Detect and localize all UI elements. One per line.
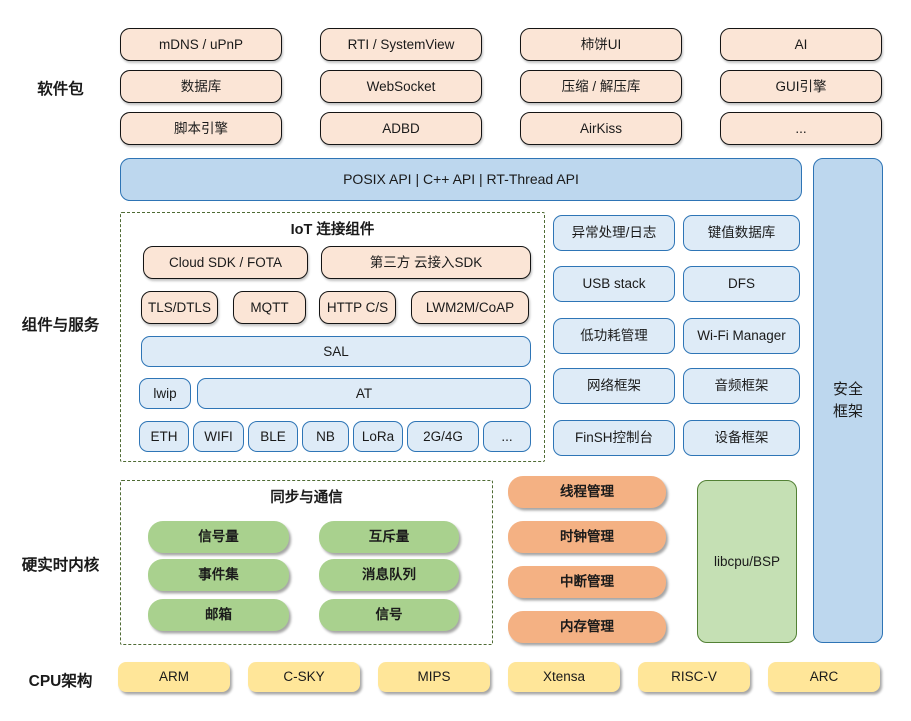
service-box-kv-database: 键值数据库 — [683, 215, 800, 251]
pkg-box-gui-engine: GUI引擎 — [720, 70, 882, 103]
pkg-box-adbd: ADBD — [320, 112, 482, 145]
service-box-low-power: 低功耗管理 — [553, 318, 675, 354]
pkg-box-ai: AI — [720, 28, 882, 61]
pkg-box-rti-systemview: RTI / SystemView — [320, 28, 482, 61]
pkg-box-airkiss: AirKiss — [520, 112, 682, 145]
service-box-exception-log: 异常处理/日志 — [553, 215, 675, 251]
cpu-arch-arc: ARC — [768, 662, 880, 692]
kernel-pill-clock-mgmt: 时钟管理 — [508, 521, 666, 553]
iot-box-cloud-sdk: Cloud SDK / FOTA — [143, 246, 308, 279]
service-box-finsh-console: FinSH控制台 — [553, 420, 675, 456]
iot-box-eth: ETH — [139, 421, 189, 452]
security-framework-bar: 安全 框架 — [813, 158, 883, 643]
service-box-wifi-manager: Wi-Fi Manager — [683, 318, 800, 354]
service-box-network-framework: 网络框架 — [553, 368, 675, 404]
iot-box-sal: SAL — [141, 336, 531, 367]
cpu-arch-mips: MIPS — [378, 662, 490, 692]
pkg-box-mdns-upnp: mDNS / uPnP — [120, 28, 282, 61]
cpu-arch-arm: ARM — [118, 662, 230, 692]
pkg-box-script-engine: 脚本引擎 — [120, 112, 282, 145]
iot-box-lora: LoRa — [353, 421, 403, 452]
sync-frame: 同步与通信 信号量 互斥量 事件集 消息队列 邮箱 信号 — [120, 480, 493, 645]
service-box-device-framework: 设备框架 — [683, 420, 800, 456]
cpu-arch-csky: C-SKY — [248, 662, 360, 692]
iot-box-ble: BLE — [248, 421, 298, 452]
pkg-box-compress: 压缩 / 解压库 — [520, 70, 682, 103]
sync-pill-mailbox: 邮箱 — [148, 599, 289, 631]
iot-box-phy-more: ... — [483, 421, 531, 452]
pkg-box-more: ... — [720, 112, 882, 145]
section-label-cpu-arch: CPU架构 — [28, 673, 93, 690]
iot-box-nb: NB — [302, 421, 349, 452]
sync-pill-semaphore: 信号量 — [148, 521, 289, 553]
kernel-pill-thread-mgmt: 线程管理 — [508, 476, 666, 508]
iot-frame-title: IoT 连接组件 — [290, 222, 375, 238]
security-framework-line1: 安全 — [832, 380, 863, 398]
pkg-box-websocket: WebSocket — [320, 70, 482, 103]
sync-frame-title: 同步与通信 — [270, 490, 343, 506]
service-box-dfs: DFS — [683, 266, 800, 302]
section-label-software-packages: 软件包 — [37, 81, 84, 98]
iot-box-mqtt: MQTT — [233, 291, 306, 324]
kernel-pill-interrupt-mgmt: 中断管理 — [508, 566, 666, 598]
iot-frame: IoT 连接组件 Cloud SDK / FOTA 第三方 云接入SDK TLS… — [120, 212, 545, 462]
libcpu-bsp-box: libcpu/BSP — [697, 480, 797, 643]
cpu-arch-riscv: RISC-V — [638, 662, 750, 692]
service-box-audio-framework: 音频框架 — [683, 368, 800, 404]
cpu-arch-xtensa: Xtensa — [508, 662, 620, 692]
iot-box-lwip: lwip — [139, 378, 191, 409]
section-label-components-services: 组件与服务 — [21, 317, 100, 334]
iot-box-lwm2m-coap: LWM2M/CoAP — [411, 291, 529, 324]
section-label-realtime-kernel: 硬实时内核 — [21, 557, 100, 574]
api-bar: POSIX API | C++ API | RT-Thread API — [120, 158, 802, 201]
service-box-usb-stack: USB stack — [553, 266, 675, 302]
sync-pill-signal: 信号 — [319, 599, 459, 631]
security-framework-line2: 框架 — [832, 402, 863, 420]
sync-pill-message-queue: 消息队列 — [319, 559, 459, 591]
iot-box-http-cs: HTTP C/S — [319, 291, 396, 324]
kernel-pill-memory-mgmt: 内存管理 — [508, 611, 666, 643]
pkg-box-persimmon-ui: 柿饼UI — [520, 28, 682, 61]
sync-pill-event-set: 事件集 — [148, 559, 289, 591]
sync-pill-mutex: 互斥量 — [319, 521, 459, 553]
iot-box-tls-dtls: TLS/DTLS — [141, 291, 218, 324]
iot-box-third-party-sdk: 第三方 云接入SDK — [321, 246, 531, 279]
pkg-box-database: 数据库 — [120, 70, 282, 103]
iot-box-wifi: WIFI — [193, 421, 244, 452]
iot-box-at: AT — [197, 378, 531, 409]
iot-box-2g4g: 2G/4G — [407, 421, 479, 452]
